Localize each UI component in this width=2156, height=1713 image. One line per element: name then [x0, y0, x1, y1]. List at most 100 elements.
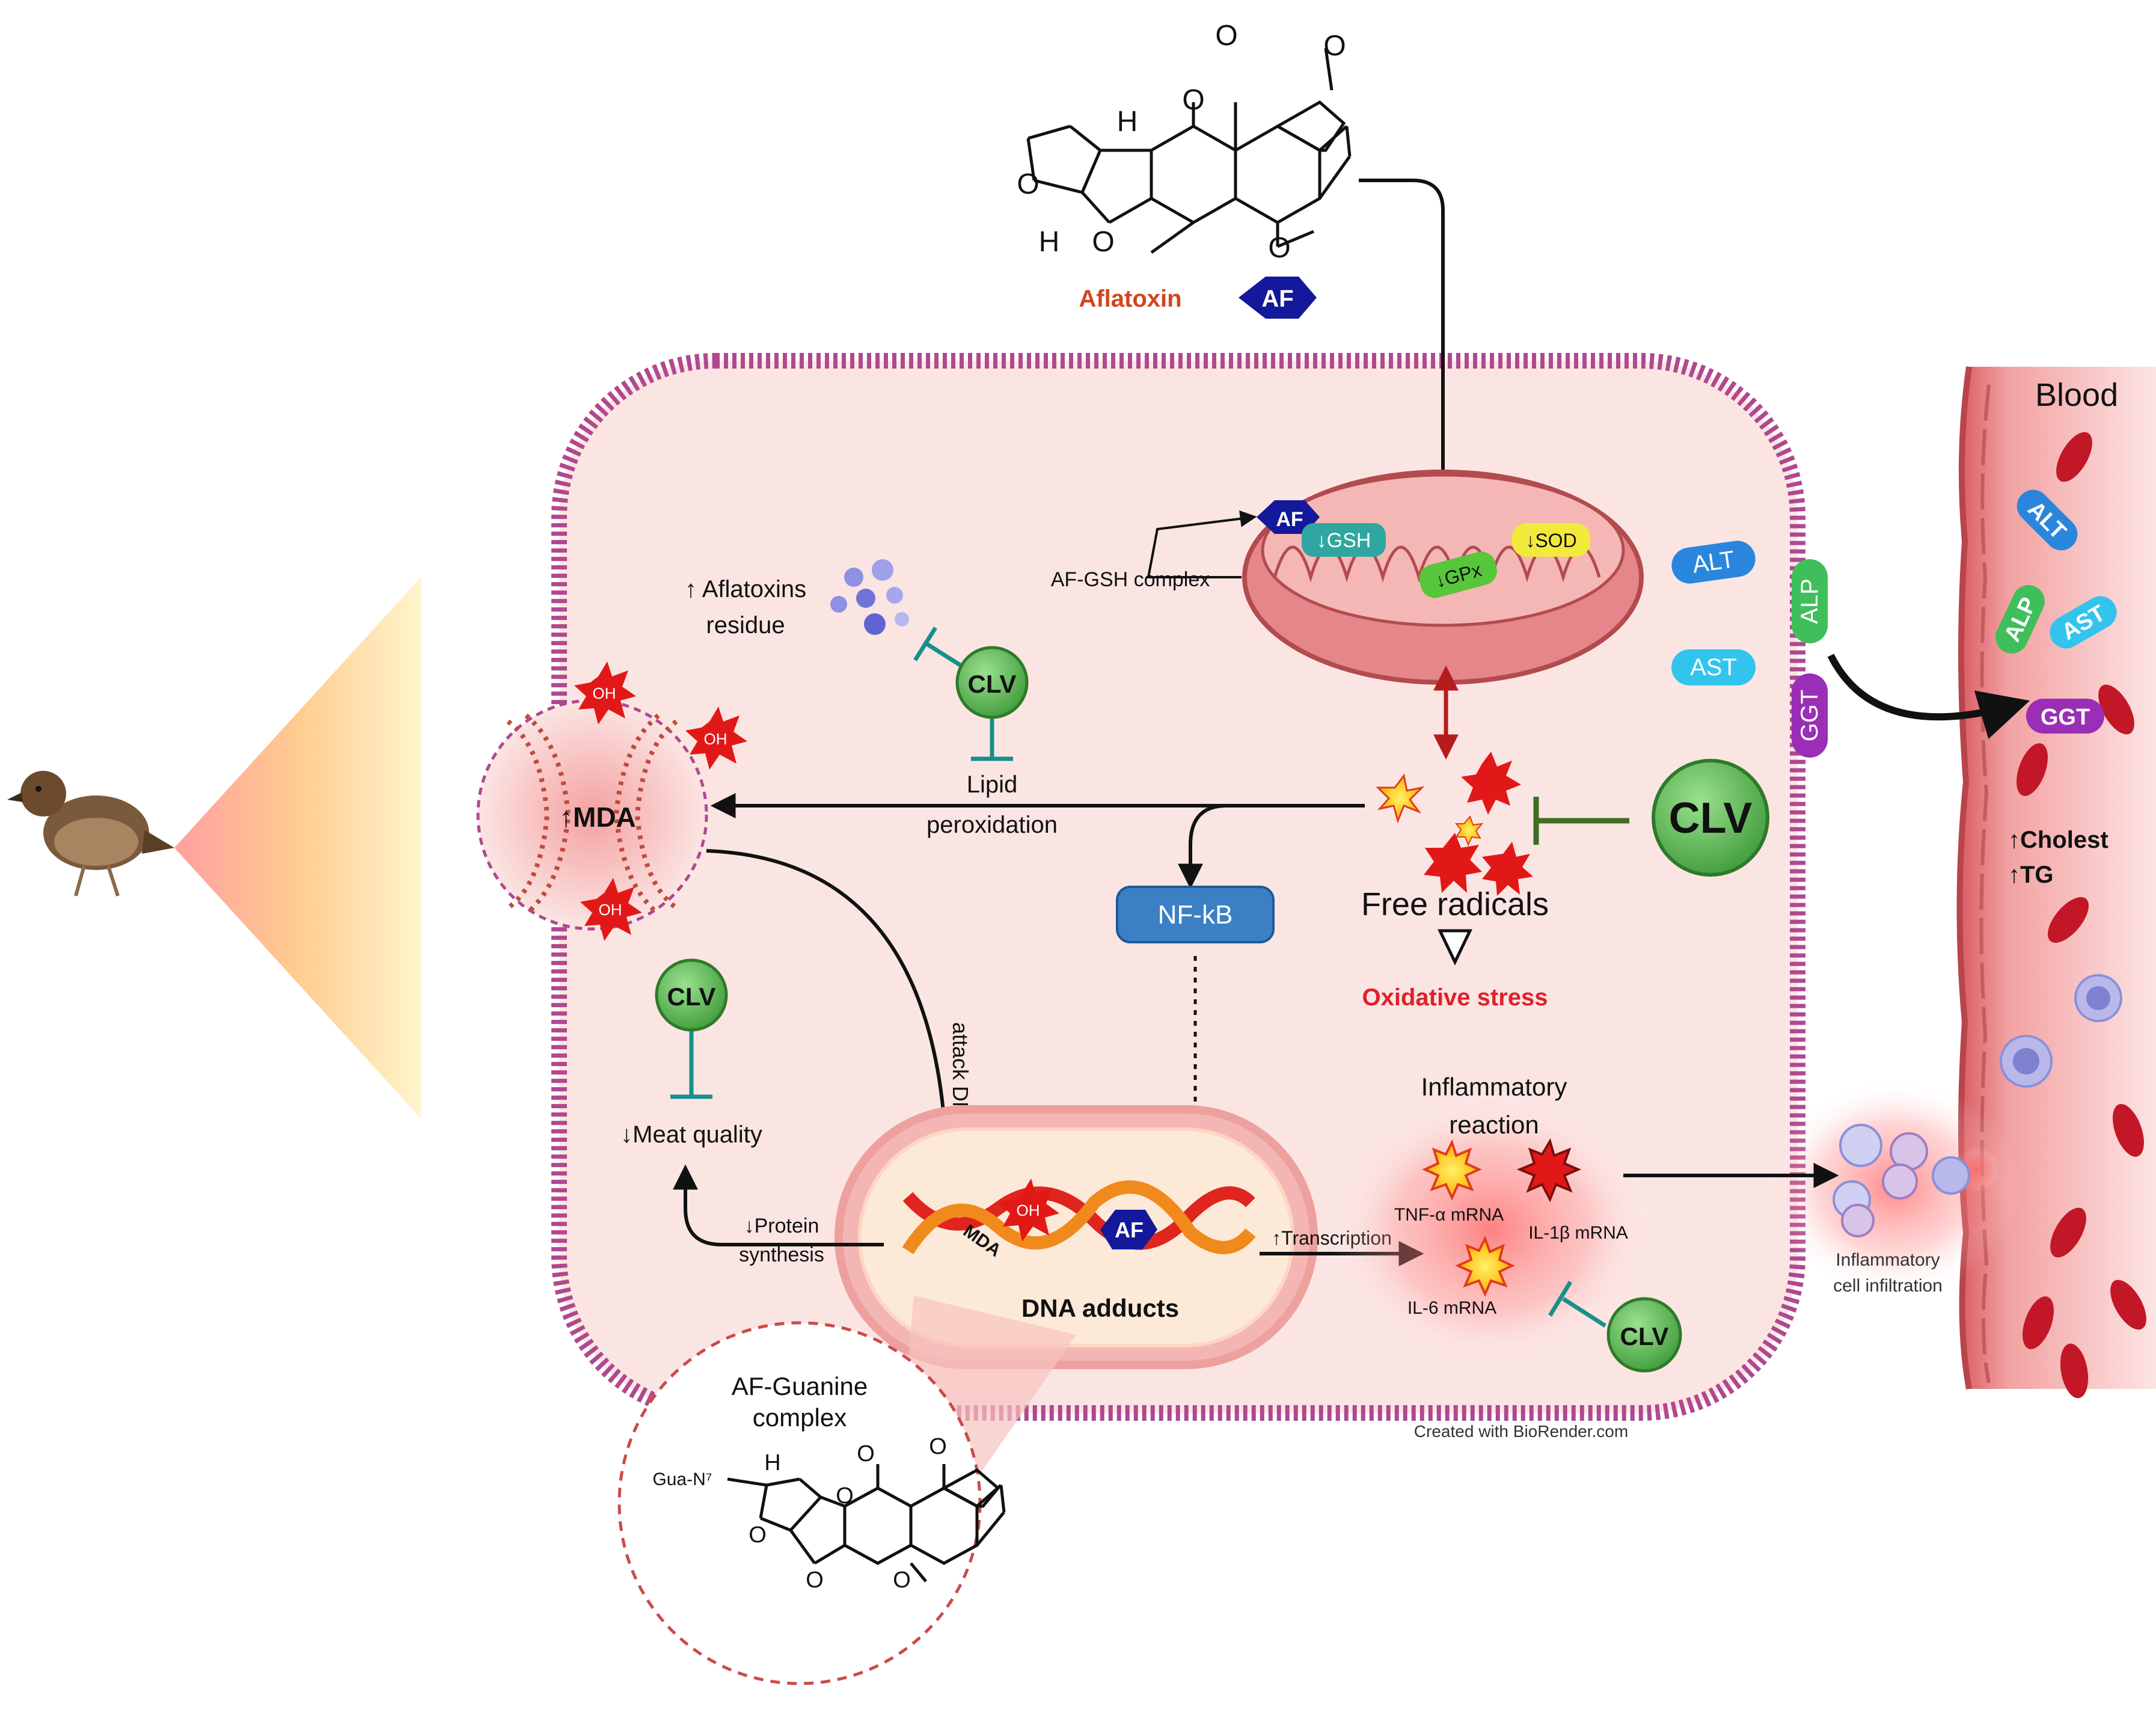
- infiltrating-cells: [1833, 1124, 1970, 1237]
- ast-badge: AST: [1671, 649, 1756, 685]
- svg-text:↓GSH: ↓GSH: [1317, 529, 1371, 552]
- guanine-title-2: complex: [753, 1403, 847, 1432]
- oh-radical-1: OH: [574, 661, 636, 725]
- svg-text:O: O: [1182, 84, 1204, 116]
- svg-text:O: O: [857, 1441, 875, 1466]
- svg-text:OH: OH: [1017, 1201, 1040, 1219]
- mda-membrane: [476, 699, 708, 931]
- svg-text:AF: AF: [1261, 286, 1293, 312]
- svg-text:O: O: [836, 1483, 854, 1509]
- tnf-burst: [1422, 1139, 1482, 1201]
- tnf-label: TNF-α mRNA: [1394, 1205, 1504, 1225]
- svg-text:OH: OH: [704, 730, 727, 748]
- biorender-credit: Created with BioRender.com: [1414, 1422, 1628, 1441]
- inflammatory-title-1: Inflammatory: [1421, 1073, 1567, 1101]
- svg-text:GGT: GGT: [2041, 705, 2090, 730]
- guanine-title-1: AF-Guanine: [732, 1372, 868, 1400]
- clv-residue-node: CLV: [955, 646, 1029, 719]
- lipid-label-1: Lipid: [967, 771, 1018, 798]
- alt-badge: ALT: [1671, 541, 1756, 584]
- oxidative-stress-label: Oxidative stress: [1362, 984, 1548, 1011]
- svg-text:H: H: [1117, 106, 1138, 138]
- svg-text:NF-kB: NF-kB: [1158, 900, 1233, 930]
- svg-text:O: O: [1323, 30, 1346, 62]
- protein-synthesis-arrow: [673, 1164, 884, 1246]
- svg-text:O: O: [1092, 226, 1114, 258]
- guanine-structure: [727, 1464, 1006, 1583]
- aflatoxin-structure: [1026, 47, 1352, 254]
- svg-text:O: O: [806, 1567, 824, 1593]
- nucleus: [835, 1105, 1318, 1369]
- residue-label-2: residue: [706, 612, 785, 639]
- blood-ggt-badge: GGT: [2026, 699, 2104, 734]
- svg-text:O: O: [1215, 20, 1237, 52]
- svg-text:CLV: CLV: [1620, 1322, 1669, 1350]
- svg-text:O: O: [749, 1522, 767, 1548]
- af-gsh-complex-label: AF-GSH complex: [1051, 568, 1210, 591]
- free-radicals-cluster: [1376, 752, 1533, 896]
- guanine-atom-labels: O O O O O O H: [749, 1434, 947, 1593]
- alp-membrane-badge: ALP: [1792, 559, 1828, 643]
- il6-burst: [1455, 1235, 1515, 1297]
- infiltration-label-1: Inflammatory: [1836, 1250, 1940, 1270]
- svg-text:AST: AST: [1690, 654, 1737, 681]
- svg-text:CLV: CLV: [1669, 794, 1753, 842]
- gsh-badge: ↓GSH: [1302, 523, 1386, 557]
- residue-inhibit-line: [925, 642, 963, 668]
- clv-large-node: CLV: [1652, 759, 1769, 877]
- inflammatory-title-2: reaction: [1449, 1111, 1539, 1139]
- dna-adducts-label: DNA adducts: [1021, 1294, 1179, 1322]
- svg-text:H: H: [764, 1450, 780, 1476]
- svg-text:ALT: ALT: [1691, 546, 1736, 578]
- nfkb-node: NF-kB: [1116, 886, 1275, 943]
- svg-text:O: O: [1017, 168, 1039, 200]
- quail-icon: [7, 577, 421, 1118]
- entry-arrow: [1359, 179, 1456, 504]
- svg-text:AF: AF: [1276, 508, 1303, 531]
- meat-quality-label: ↓Meat quality: [620, 1121, 762, 1148]
- aflatoxin-atom-labels: O O O O O O H H: [1017, 20, 1346, 264]
- gua-n7-label: Gua-N⁷: [652, 1469, 712, 1489]
- infiltration-label-2: cell infiltration: [1833, 1276, 1943, 1296]
- svg-text:O: O: [1268, 232, 1290, 264]
- residue-particles: [830, 559, 909, 635]
- oh-radical-2: OH: [685, 706, 747, 770]
- svg-text:↓SOD: ↓SOD: [1525, 530, 1576, 551]
- attack-dna-arrow: [706, 849, 960, 1184]
- residue-inhibit-bar: [913, 627, 937, 661]
- svg-text:OH: OH: [593, 684, 616, 702]
- svg-text:CLV: CLV: [667, 982, 716, 1011]
- svg-text:H: H: [1039, 226, 1060, 258]
- il6-label: IL-6 mRNA: [1407, 1298, 1496, 1318]
- inflammation-inhibit-line: [1562, 1297, 1606, 1328]
- clv-inflammation-node: CLV: [1606, 1297, 1682, 1373]
- stress-triangle: [1438, 929, 1472, 966]
- mda-label: ↑MDA: [559, 801, 636, 833]
- mito-af-badge: AF: [1257, 500, 1320, 534]
- enzyme-leak-arrow: [1827, 654, 2030, 740]
- oh-radical-3: OH: [580, 878, 642, 941]
- protein-label-1: ↓Protein: [744, 1215, 819, 1237]
- af-badge-top: AF: [1239, 277, 1317, 319]
- svg-text:OH: OH: [599, 901, 622, 919]
- svg-text:AF: AF: [1115, 1218, 1144, 1242]
- cholesterol-label: ↑Cholest: [2008, 827, 2109, 853]
- il1b-label: IL-1β mRNA: [1528, 1223, 1628, 1243]
- gpx-badge: ↓GPx: [1419, 551, 1497, 598]
- lipid-label-2: peroxidation: [926, 812, 1058, 838]
- protein-label-2: synthesis: [739, 1243, 824, 1266]
- free-radicals-label: Free radicals: [1361, 886, 1549, 922]
- svg-text:CLV: CLV: [968, 670, 1017, 698]
- residue-label-1: ↑ Aflatoxins: [685, 576, 806, 602]
- sod-badge: ↓SOD: [1512, 523, 1590, 557]
- aflatoxin-label: Aflatoxin: [1079, 286, 1181, 312]
- nfkb-arrow: [1178, 804, 1227, 889]
- blood-title: Blood: [2035, 377, 2118, 413]
- ggt-membrane-badge: GGT: [1792, 673, 1828, 758]
- svg-text:O: O: [929, 1434, 947, 1459]
- inflammation-glow: [1329, 1091, 1653, 1368]
- dna-helix: [902, 1180, 1256, 1254]
- inflammation-inhibit-bar: [1548, 1281, 1572, 1317]
